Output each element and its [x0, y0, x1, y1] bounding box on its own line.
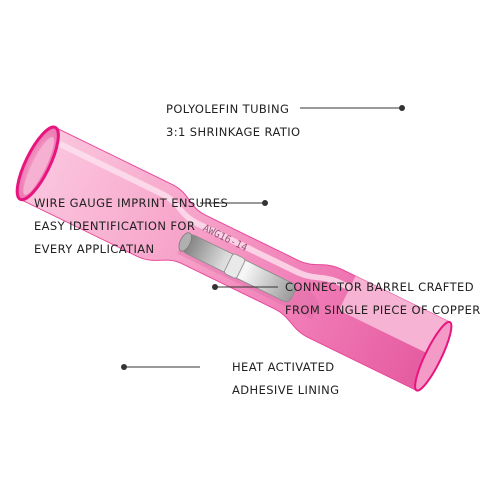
callout-barrel-line1: CONNECTOR BARREL CRAFTED — [285, 280, 474, 294]
tube-left-inner — [23, 137, 55, 195]
leader-lines — [124, 107, 402, 368]
callout-tubing-line2: 3:1 SHRINKAGE RATIO — [166, 125, 301, 139]
marker-tubing — [399, 105, 405, 111]
callout-imprint-line1: WIRE GAUGE IMPRINT ENSURES — [34, 196, 229, 210]
callout-adhesive-line1: HEAT ACTIVATED — [232, 360, 335, 374]
callout-adhesive-line2: ADHESIVE LINING — [232, 383, 340, 397]
callout-barrel-line2: FROM SINGLE PIECE OF COPPER — [285, 303, 481, 317]
callout-tubing: POLYOLEFIN TUBING 3:1 SHRINKAGE RATIO — [166, 98, 301, 144]
callout-adhesive: HEAT ACTIVATED ADHESIVE LINING — [232, 356, 339, 402]
callout-barrel: CONNECTOR BARREL CRAFTED FROM SINGLE PIE… — [285, 276, 481, 322]
tube-right-rim — [414, 320, 453, 392]
heat-shrink-tube: AWG16-14 — [15, 125, 453, 392]
callout-tubing-line1: POLYOLEFIN TUBING — [166, 102, 290, 116]
marker-imprint — [262, 200, 268, 206]
marker-adhesive — [121, 364, 127, 370]
callout-imprint: WIRE GAUGE IMPRINT ENSURES EASY IDENTIFI… — [34, 192, 228, 261]
tube-open-channel — [338, 276, 450, 357]
tube-highlight — [57, 140, 437, 333]
marker-barrel — [212, 284, 218, 290]
callout-imprint-line3: EVERY APPLICATIAN — [34, 242, 155, 256]
callout-imprint-line2: EASY IDENTIFICATION FOR — [34, 219, 196, 233]
barrel-end — [178, 232, 192, 252]
leader-markers — [121, 105, 405, 370]
barrel-crimp-ring — [224, 253, 246, 279]
